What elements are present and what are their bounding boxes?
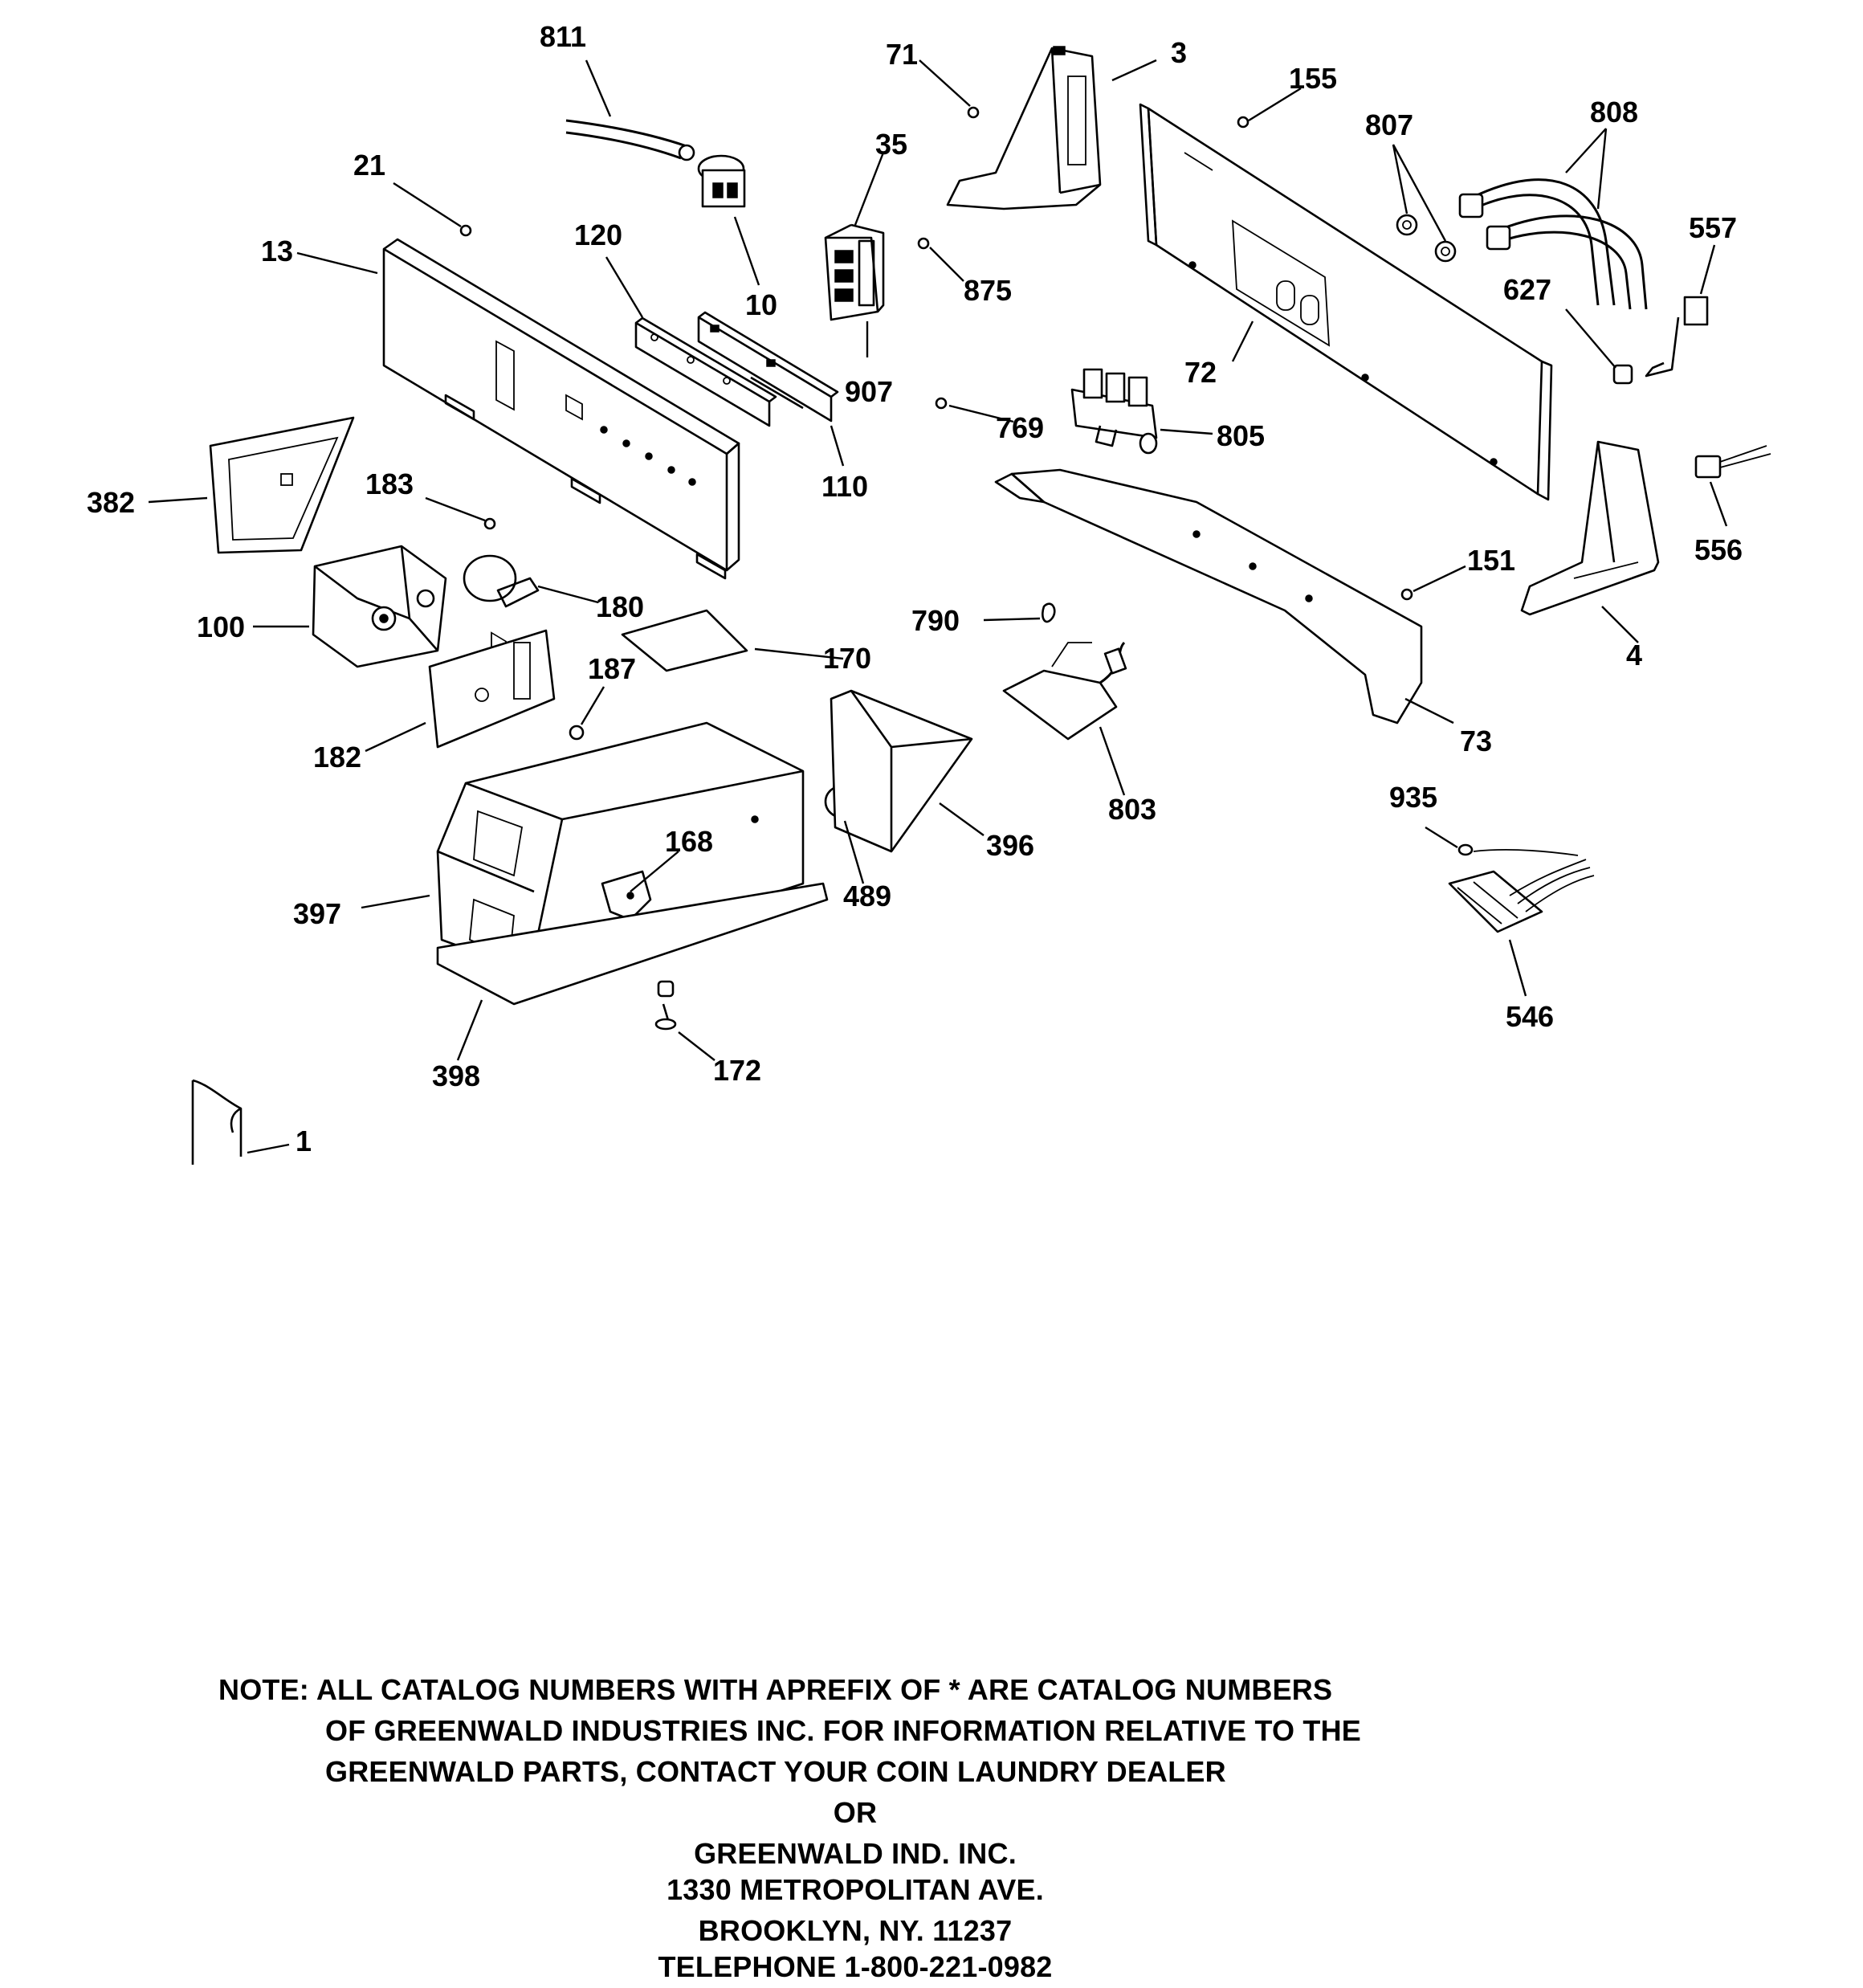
part-790-clip bbox=[1042, 602, 1056, 623]
label-72: 72 bbox=[1184, 356, 1217, 389]
part-807-washers bbox=[1396, 214, 1457, 263]
part-73-rear-bracket bbox=[994, 468, 1423, 725]
note-line-or: OR bbox=[833, 1796, 878, 1829]
note-line-1: NOTE: ALL CATALOG NUMBERS WITH APREFIX O… bbox=[218, 1673, 1333, 1706]
label-398: 398 bbox=[432, 1059, 480, 1092]
part-808-fill-hoses bbox=[1458, 178, 1648, 310]
part-396-shield bbox=[830, 689, 973, 853]
part-627-plug bbox=[1612, 364, 1633, 385]
part-71-screw bbox=[967, 106, 980, 119]
note-street-address: 1330 METROPOLITAN AVE. bbox=[667, 1873, 1044, 1906]
label-187: 187 bbox=[588, 652, 636, 685]
label-110: 110 bbox=[821, 470, 868, 503]
label-3: 3 bbox=[1171, 36, 1187, 69]
label-73: 73 bbox=[1460, 725, 1492, 757]
part-803-bracket bbox=[1002, 641, 1127, 741]
part-110-board bbox=[697, 311, 839, 423]
part-811-power-cord bbox=[565, 119, 695, 161]
note-company-name: GREENWALD IND. INC. bbox=[694, 1837, 1017, 1870]
part-182-mounting-plate bbox=[428, 629, 556, 749]
part-382-window bbox=[209, 416, 355, 554]
label-489: 489 bbox=[843, 880, 891, 912]
note-line-3: GREENWALD PARTS, CONTACT YOUR COIN LAUND… bbox=[325, 1755, 1226, 1788]
label-183: 183 bbox=[365, 467, 414, 500]
label-396: 396 bbox=[986, 829, 1034, 862]
part-187-nut bbox=[569, 725, 585, 741]
label-172: 172 bbox=[713, 1054, 761, 1087]
label-811: 811 bbox=[540, 20, 586, 53]
part-170-pad bbox=[621, 609, 748, 672]
label-120: 120 bbox=[574, 218, 622, 251]
label-808: 808 bbox=[1590, 96, 1638, 129]
leader-lines bbox=[148, 59, 1728, 1154]
label-627: 627 bbox=[1503, 273, 1551, 306]
part-10-switch bbox=[697, 154, 746, 208]
label-180: 180 bbox=[596, 590, 644, 623]
part-557-connector bbox=[1645, 296, 1709, 378]
part-labels: 811 71 3 155 807 808 21 35 13 120 10 875… bbox=[87, 20, 1743, 1157]
part-907-switch-block bbox=[824, 223, 885, 321]
label-182: 182 bbox=[313, 741, 361, 774]
part-120-board bbox=[634, 316, 777, 427]
label-556: 556 bbox=[1694, 533, 1743, 566]
label-557: 557 bbox=[1689, 211, 1737, 244]
label-805: 805 bbox=[1217, 419, 1265, 452]
part-100-timer bbox=[312, 545, 447, 668]
label-168: 168 bbox=[665, 825, 713, 858]
note-line-2: OF GREENWALD INDUSTRIES INC. FOR INFORMA… bbox=[325, 1714, 1361, 1747]
label-151: 151 bbox=[1467, 544, 1515, 577]
part-4-end-cap bbox=[1520, 440, 1660, 616]
label-769: 769 bbox=[996, 411, 1044, 444]
label-935: 935 bbox=[1389, 781, 1437, 814]
part-398-base-plate bbox=[436, 882, 829, 1006]
part-3-end-cap bbox=[946, 46, 1102, 210]
label-397: 397 bbox=[293, 897, 341, 930]
part-875-screw bbox=[917, 237, 930, 250]
label-875: 875 bbox=[964, 274, 1012, 307]
label-13: 13 bbox=[261, 235, 293, 267]
part-180-part bbox=[463, 554, 540, 608]
part-172-leveling-foot bbox=[654, 980, 677, 1031]
label-807: 807 bbox=[1365, 108, 1413, 141]
part-151-screw bbox=[1400, 588, 1413, 601]
part-556-connector bbox=[1694, 445, 1771, 479]
label-803: 803 bbox=[1108, 793, 1156, 826]
note-city: BROOKLYN, NY. 11237 bbox=[698, 1914, 1013, 1947]
label-155: 155 bbox=[1289, 62, 1337, 95]
part-155-screw bbox=[1237, 116, 1249, 129]
part-769-screw bbox=[935, 397, 948, 410]
part-1-sheet bbox=[191, 1079, 243, 1165]
label-21: 21 bbox=[353, 149, 385, 182]
label-4: 4 bbox=[1626, 639, 1642, 672]
part-183-screw bbox=[483, 517, 496, 530]
label-71: 71 bbox=[886, 38, 918, 71]
label-1: 1 bbox=[296, 1125, 312, 1157]
label-907: 907 bbox=[845, 375, 893, 408]
label-382: 382 bbox=[87, 486, 135, 519]
part-21-screw bbox=[459, 224, 472, 237]
note-telephone: TELEPHONE 1-800-221-0982 bbox=[658, 1950, 1053, 1983]
label-170: 170 bbox=[823, 642, 871, 675]
label-790: 790 bbox=[911, 604, 960, 637]
label-35: 35 bbox=[875, 128, 907, 161]
part-546-wire-harness bbox=[1448, 843, 1595, 933]
label-10: 10 bbox=[745, 288, 777, 321]
label-100: 100 bbox=[197, 610, 245, 643]
part-72-rear-panel bbox=[1139, 103, 1553, 501]
part-805-water-valve bbox=[1070, 368, 1158, 455]
label-546: 546 bbox=[1506, 1000, 1554, 1033]
